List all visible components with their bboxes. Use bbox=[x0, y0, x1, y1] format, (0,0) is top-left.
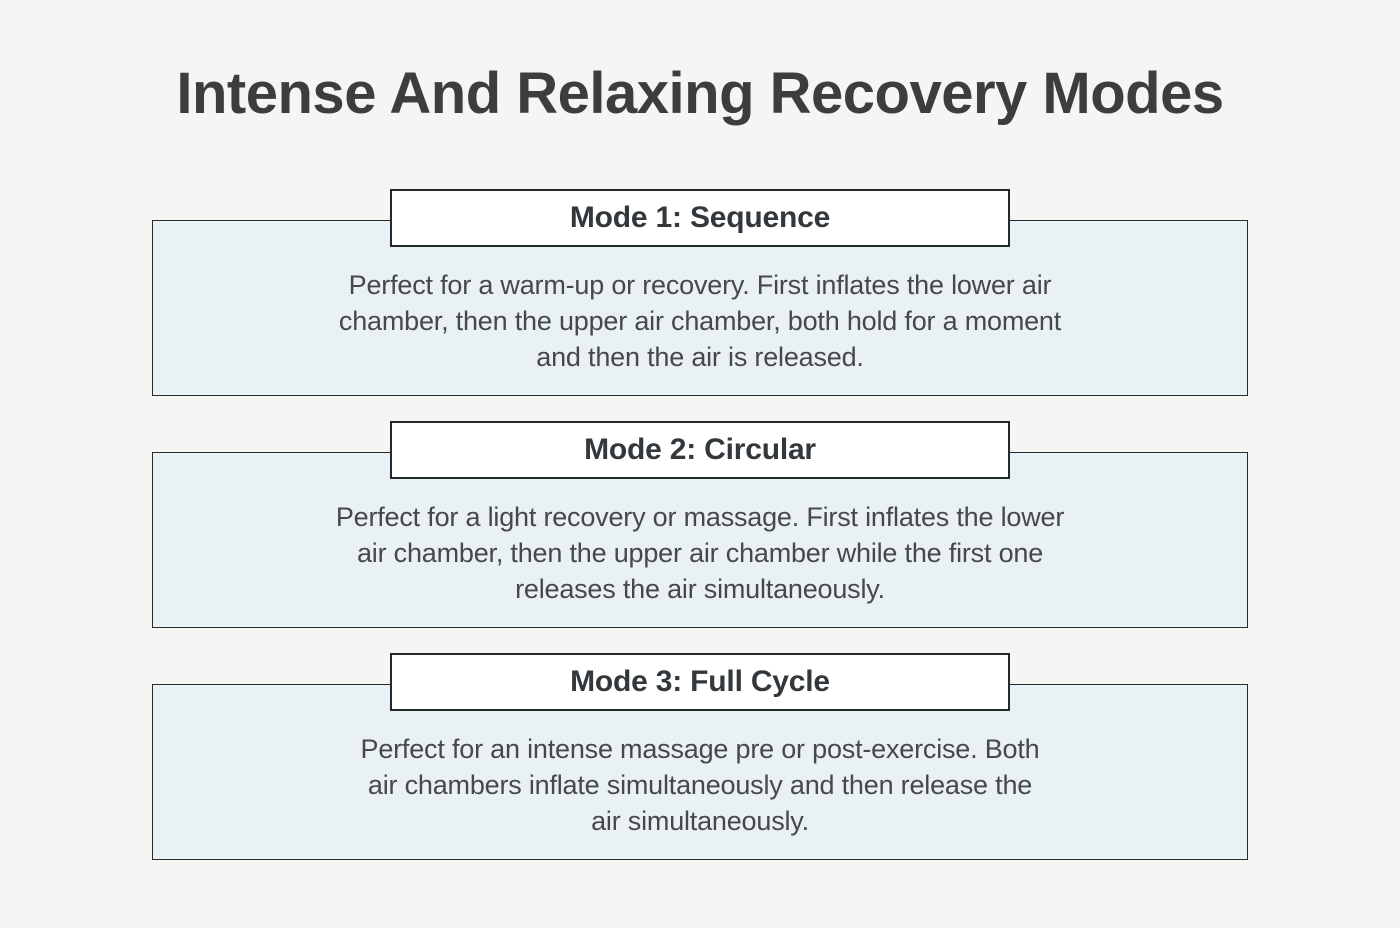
mode-description: Perfect for a light recovery or massage.… bbox=[335, 502, 1065, 604]
mode-body-circular: Perfect for a light recovery or massage.… bbox=[152, 451, 1248, 628]
mode-header-full-cycle: Mode 3: Full Cycle bbox=[390, 652, 1010, 711]
mode-body-full-cycle: Perfect for an intense massage pre or po… bbox=[152, 683, 1248, 860]
mode-description: Perfect for a warm-up or recovery. First… bbox=[338, 270, 1062, 372]
mode-card-circular: Mode 2: Circular Perfect for a light rec… bbox=[152, 420, 1248, 628]
modes-list: Mode 1: Sequence Perfect for a warm-up o… bbox=[0, 188, 1400, 860]
mode-card-sequence: Mode 1: Sequence Perfect for a warm-up o… bbox=[152, 188, 1248, 396]
page-title: Intense And Relaxing Recovery Modes bbox=[176, 61, 1224, 126]
mode-title: Mode 1: Sequence bbox=[569, 200, 831, 234]
mode-title: Mode 3: Full Cycle bbox=[570, 664, 830, 698]
mode-title: Mode 2: Circular bbox=[584, 432, 816, 466]
mode-header-sequence: Mode 1: Sequence bbox=[390, 188, 1010, 247]
mode-body-sequence: Perfect for a warm-up or recovery. First… bbox=[152, 219, 1248, 396]
mode-header-circular: Mode 2: Circular bbox=[390, 420, 1010, 479]
mode-description: Perfect for an intense massage pre or po… bbox=[360, 734, 1040, 836]
mode-card-full-cycle: Mode 3: Full Cycle Perfect for an intens… bbox=[152, 652, 1248, 860]
